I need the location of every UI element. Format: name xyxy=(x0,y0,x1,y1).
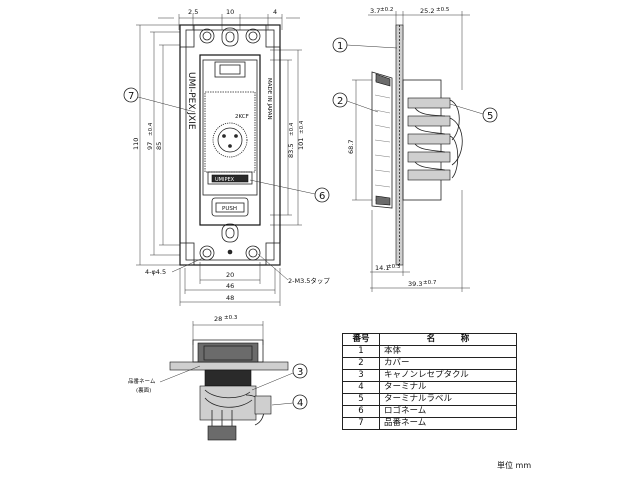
side-dim-3-7: 3.7 xyxy=(370,7,380,15)
dim-height-83-5-tol: ±0.4 xyxy=(289,122,295,136)
partname-label-line1: 品番ネーム xyxy=(128,378,156,385)
slot-bottom xyxy=(221,223,239,243)
hole-label: 4-φ4.5 xyxy=(145,268,166,276)
side-dim-39-3: 39.3 xyxy=(408,280,422,288)
side-terminals xyxy=(407,97,463,181)
side-view: 3.7 ±0.2 25.2 ±0.5 xyxy=(332,7,498,292)
dim-height-85: 85 xyxy=(155,142,163,150)
dim-height-110: 110 xyxy=(132,138,140,150)
front-view: 2.5 10 4 110 97 ±0.4 85 83.5 ±0.4 101 ±0… xyxy=(123,8,330,306)
side-dim-3-7-tol: ±0.2 xyxy=(380,7,393,13)
callout-7 xyxy=(123,87,139,103)
small-label: 2KCF xyxy=(235,114,249,120)
callout-5 xyxy=(482,107,498,123)
dim-height-83-5: 83.5 xyxy=(287,144,295,158)
mount-hole-top-left xyxy=(199,28,215,44)
side-dim-39-3-tol: ±0.7 xyxy=(423,280,437,286)
svg-text:6: 6 xyxy=(319,191,325,202)
svg-text:2: 2 xyxy=(337,96,343,107)
svg-text:7: 7 xyxy=(128,91,134,102)
push-label: PUSH xyxy=(222,206,237,212)
dim-height-101: 101 xyxy=(297,138,305,150)
side-dim-25-2-tol: ±0.5 xyxy=(436,7,450,13)
callout-2 xyxy=(332,92,348,108)
dim-height-101-tol: ±0.4 xyxy=(299,120,305,134)
dim-top-right: 4 xyxy=(273,8,277,16)
mount-hole-bottom-left xyxy=(199,245,215,261)
dim-bottom-46: 46 xyxy=(226,282,234,290)
dim-bottom-20: 20 xyxy=(226,271,234,279)
dim-height-97: 97 xyxy=(146,142,154,150)
svg-text:4: 4 xyxy=(297,398,303,409)
mount-hole-top-right xyxy=(245,28,261,44)
callout-3 xyxy=(292,363,308,379)
callout-6 xyxy=(314,187,330,203)
side-dim-14-1-tol: ±0.3 xyxy=(387,264,401,270)
dim-top-center: 10 xyxy=(226,8,234,16)
side-dim-68-7: 68.7 xyxy=(347,140,355,154)
connector-face xyxy=(212,122,248,158)
bottom-dim-28-tol: ±0.3 xyxy=(224,315,238,321)
logo-label: UMIPEX xyxy=(215,177,235,183)
part-code-vertical: UMI-PEX JXIE xyxy=(186,72,196,130)
header-number: 番号 xyxy=(342,333,380,346)
bottom-dim-28: 28 xyxy=(214,315,222,323)
side-dim-25-2: 25.2 xyxy=(420,7,434,15)
parts-table-header: 番号 名 称 xyxy=(342,333,517,346)
made-in-label: MADE IN JAPAN xyxy=(266,78,272,120)
slot-top xyxy=(221,27,239,47)
svg-text:1: 1 xyxy=(337,41,343,52)
side-dim-14-1: 14.1 xyxy=(375,264,389,272)
unit-label: 単位 mm xyxy=(497,461,532,470)
partname-label-line2: (裏面) xyxy=(136,386,151,394)
callout-4 xyxy=(292,394,308,410)
mounting-plate xyxy=(179,24,281,266)
dim-top-left: 2.5 xyxy=(188,8,198,16)
bottom-view: 28 ±0.3 品番ネーム (裏面) 3 4 xyxy=(128,315,308,441)
header-name: 名 称 xyxy=(379,333,517,346)
svg-text:5: 5 xyxy=(487,111,493,122)
tap-label: 2-M3.5タップ xyxy=(288,276,330,285)
dim-bottom-48: 48 xyxy=(226,294,234,302)
dim-height-97-tol: ±0.4 xyxy=(148,122,154,136)
svg-text:3: 3 xyxy=(297,367,303,378)
mount-hole-bottom-right xyxy=(245,245,261,261)
